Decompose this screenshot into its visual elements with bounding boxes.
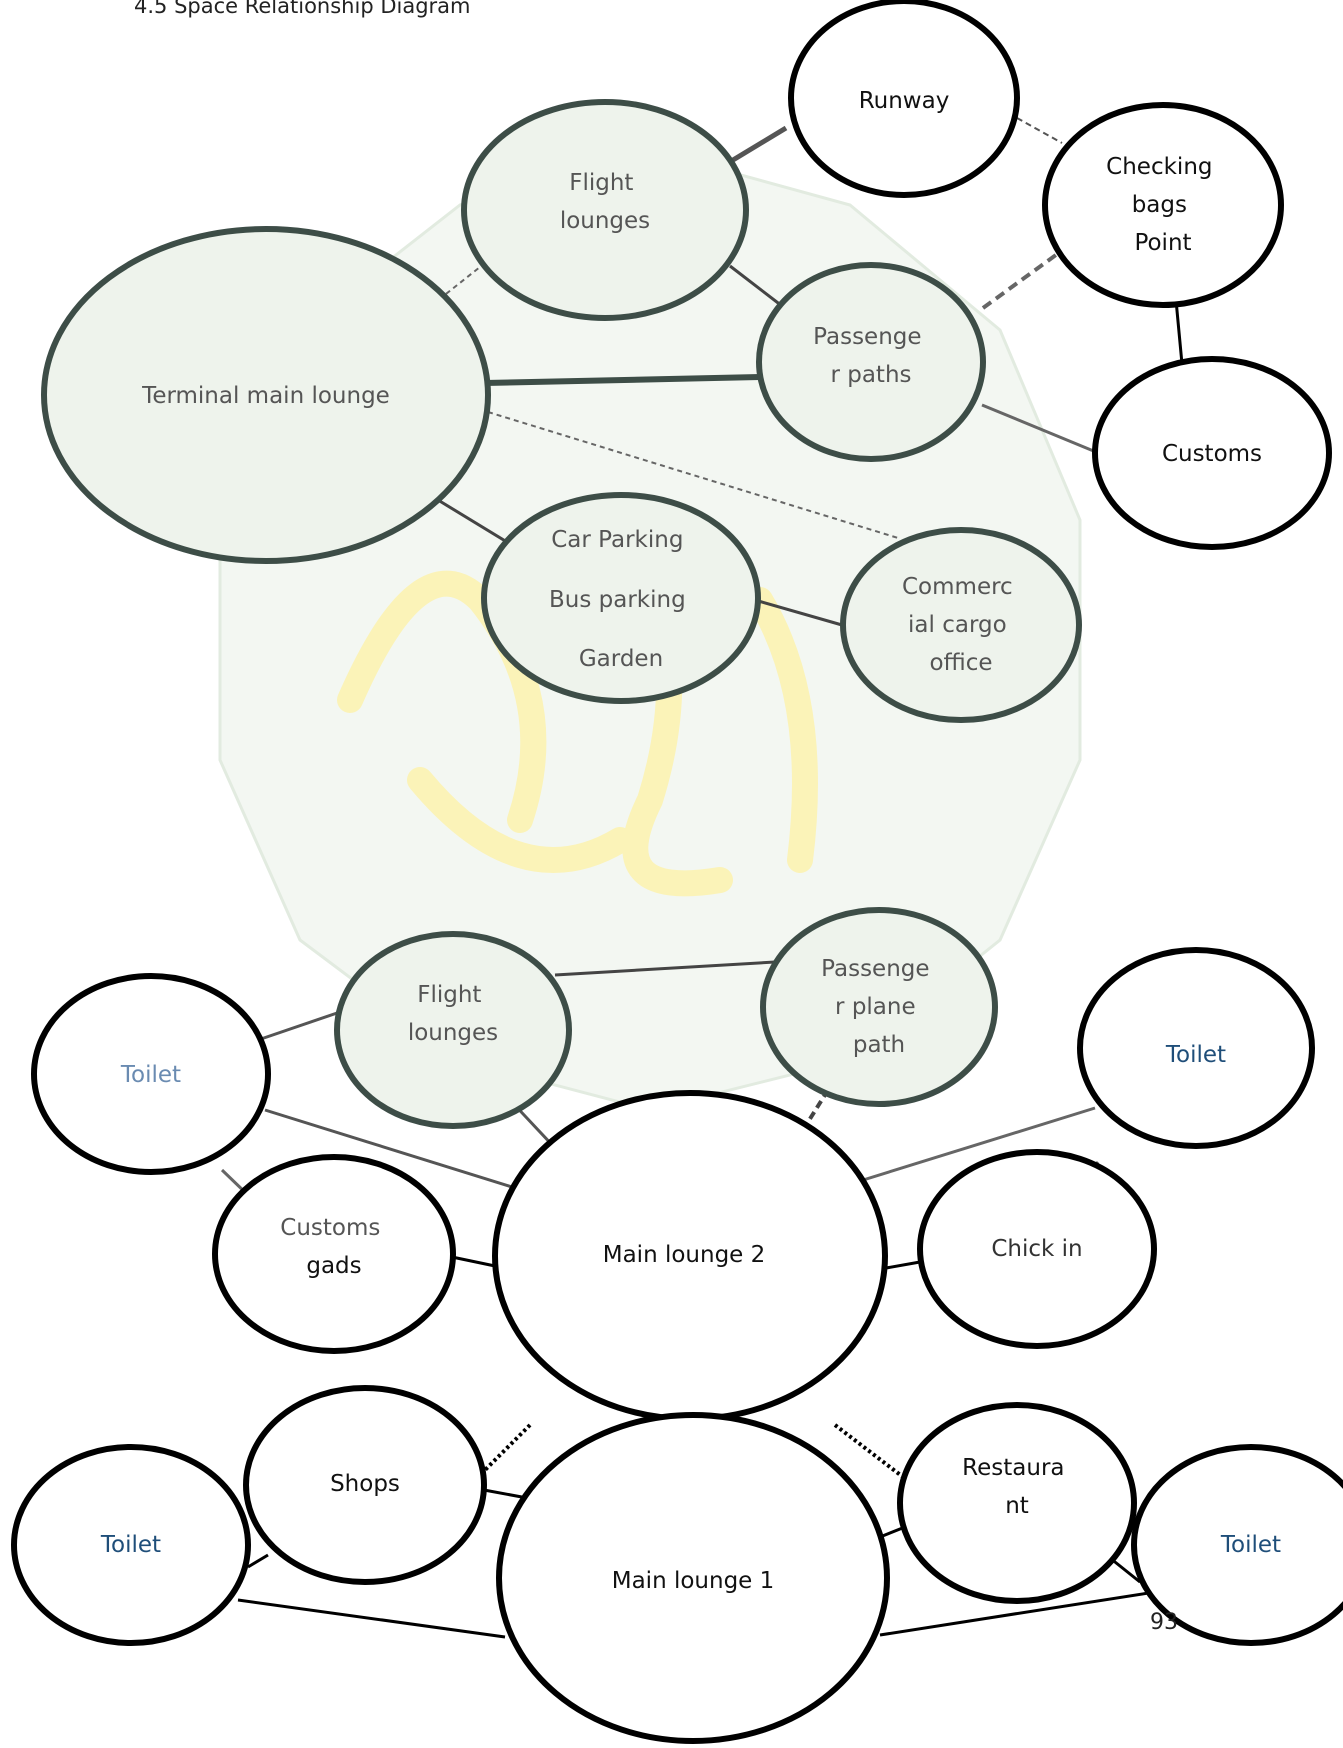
- diagram2-nodes: [11, 907, 1343, 1744]
- node-commercial-cargo: [840, 527, 1082, 723]
- node-parking-garden: [481, 492, 761, 704]
- label-toilet-right-1: Toilet: [1220, 1532, 1281, 1558]
- label-passenger-paths: Passenge r paths: [813, 324, 929, 388]
- label-shops: Shops: [330, 1471, 400, 1497]
- node-toilet-left-1: [11, 1444, 251, 1646]
- node-toilet-right-1: [1131, 1444, 1343, 1646]
- edge-toiletright2-main2: [846, 1106, 1096, 1187]
- label-flight-lounges-1: Flight lounges: [560, 170, 650, 234]
- edge-toiletleft1-main1: [237, 1598, 506, 1639]
- edge-restaurant-toiletright1: [1109, 1556, 1141, 1584]
- node-runway: [788, 0, 1020, 198]
- node-main-lounge-1: [496, 1412, 890, 1744]
- node-shops: [243, 1385, 487, 1585]
- label-main-lounge-2: Main lounge 2: [603, 1242, 766, 1268]
- node-terminal-main-lounge: [41, 226, 491, 564]
- edge-terminal-passenger: [484, 374, 761, 386]
- node-restaurant: [897, 1402, 1137, 1604]
- edge-checking-customs: [1174, 299, 1184, 365]
- edge-parking-cargo: [754, 598, 843, 627]
- node-passenger-plane-path: [760, 907, 998, 1107]
- edge-toiletleft1-shops: [247, 1553, 269, 1569]
- label-passenger-plane-path: Passenge r plane path: [821, 956, 937, 1058]
- page-number: 93: [1150, 1610, 1178, 1635]
- label-runway: Runway: [859, 88, 950, 114]
- label-checking-bags: Checking bags Point: [1106, 154, 1220, 256]
- diagram1-labels: Runway Flight lounges Checking bags Poin…: [141, 88, 1262, 676]
- node-flight-lounges-1: [461, 99, 749, 321]
- label-flight-lounges-2: Flight lounges: [408, 982, 498, 1046]
- edge-toiletleft2-main2: [264, 1108, 513, 1189]
- node-toilet-left-2: [31, 973, 271, 1175]
- label-main-lounge-1: Main lounge 1: [612, 1568, 775, 1594]
- label-toilet-left-2: Toilet: [120, 1062, 181, 1088]
- node-passenger-paths: [756, 262, 986, 462]
- edge-toiletleft2-flight2: [257, 1010, 341, 1042]
- label-commercial-cargo: Commerc ial cargo office: [902, 574, 1020, 676]
- node-checking-bags: [1042, 102, 1284, 308]
- label-check-in: Chick in: [991, 1236, 1082, 1262]
- edge-flight2-passengerplane: [554, 960, 776, 977]
- node-check-in: [917, 1149, 1157, 1349]
- label-customs-gads: Customs gads: [280, 1215, 387, 1279]
- label-restaurant: Restaura nt: [962, 1455, 1072, 1519]
- label-parking-garden: Car Parking Bus parking Garden: [549, 527, 693, 672]
- edge-passengerplane-main2: [796, 1088, 830, 1140]
- node-customs-1: [1092, 356, 1332, 550]
- diagram2-labels: Flight lounges Passenge r plane path Toi…: [100, 956, 1281, 1594]
- label-customs-1: Customs: [1162, 441, 1262, 467]
- edge-checking-passenger: [981, 250, 1062, 310]
- label-toilet-left-1: Toilet: [100, 1532, 161, 1558]
- node-toilet-right-2: [1077, 947, 1315, 1149]
- edge-customsgads-main2: [451, 1255, 496, 1268]
- label-terminal-main-lounge: Terminal main lounge: [141, 383, 390, 409]
- edge-flightlounges-passenger: [729, 264, 783, 308]
- label-toilet-right-2: Toilet: [1165, 1042, 1226, 1068]
- edge-runway-checking: [1016, 117, 1063, 144]
- diagram1-nodes: [41, 0, 1332, 723]
- node-customs-gads: [212, 1154, 456, 1354]
- edge-passenger-customs: [981, 403, 1097, 454]
- edge-flightlounges-runway: [731, 125, 788, 163]
- edge-main1-toiletright1: [879, 1590, 1156, 1637]
- page-title: 4.5 Space Relationship Diagram: [134, 0, 471, 18]
- node-flight-lounges-2: [334, 931, 572, 1129]
